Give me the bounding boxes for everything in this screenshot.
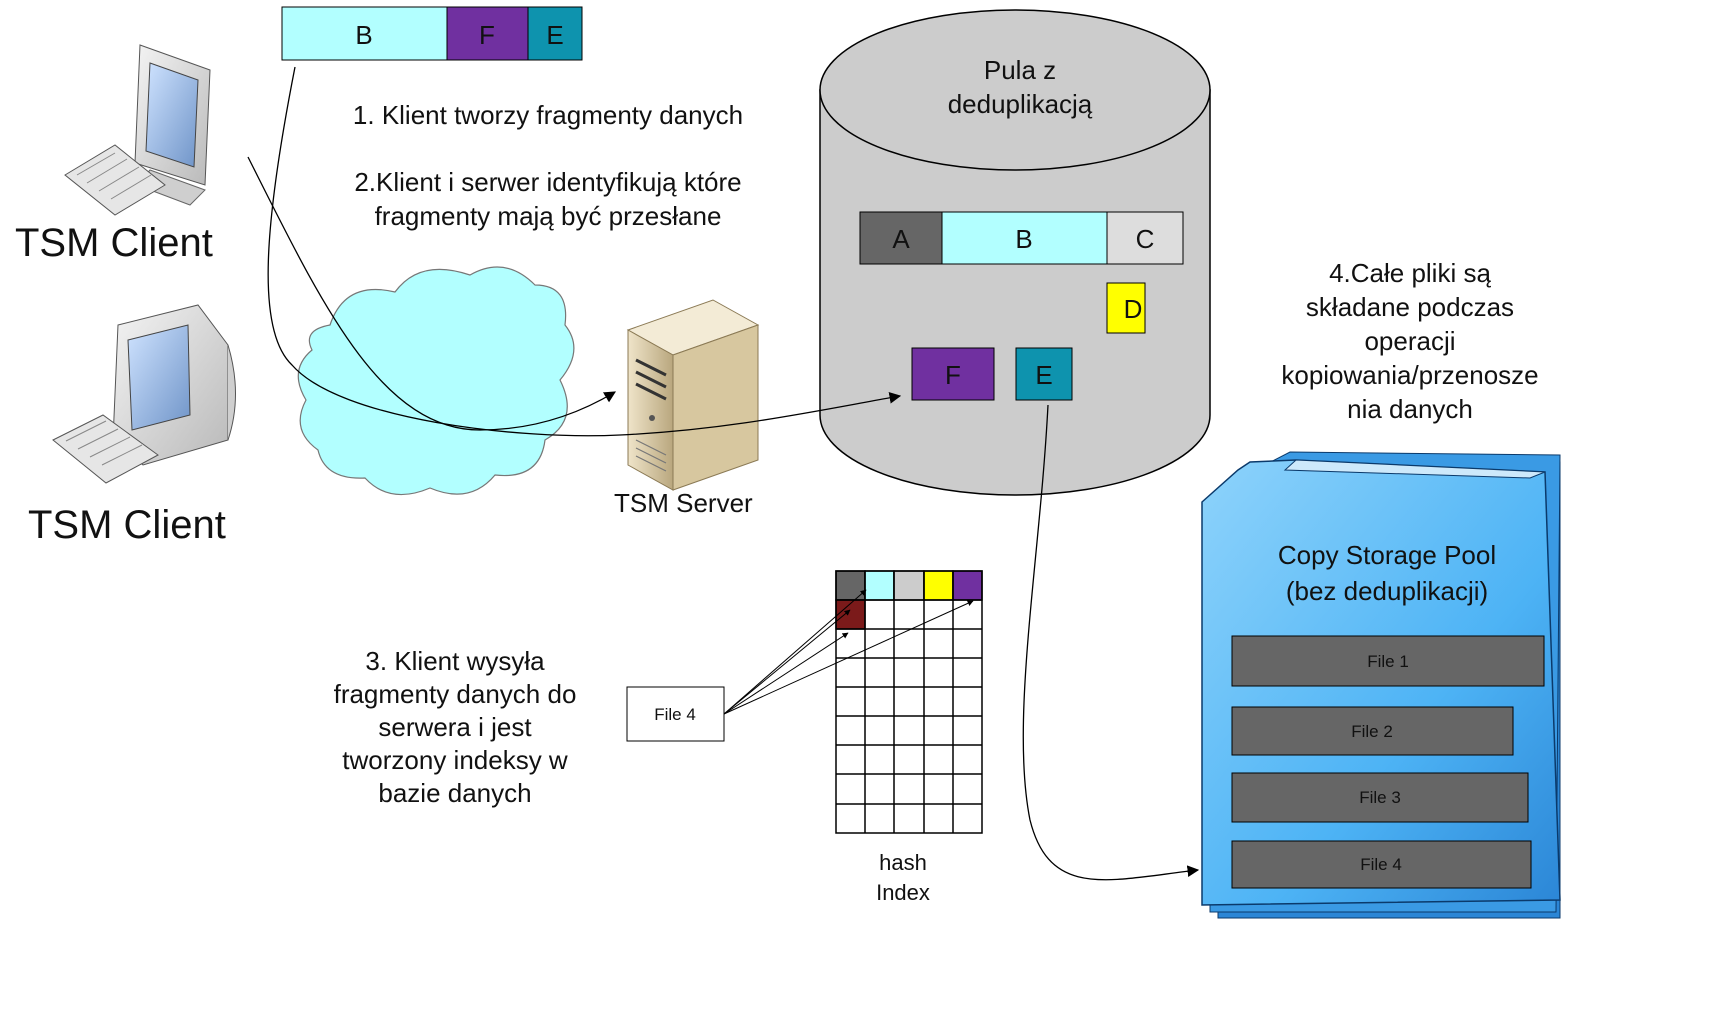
pool-to-copy-pool-arrow — [1022, 404, 1200, 881]
flow-arrows — [247, 66, 1200, 881]
step-3-line-1: 3. Klient wysyła — [365, 646, 545, 676]
chunk-d-label: D — [1124, 294, 1143, 324]
top-chunk-e-label: E — [546, 20, 563, 50]
copy-pool-file-2-label: File 2 — [1351, 722, 1393, 741]
top-chunk-b-label: B — [355, 20, 372, 50]
step-4-line-4: kopiowania/przenosze — [1281, 360, 1538, 390]
client-computer-icon — [64, 44, 211, 216]
copy-pool-title-2: (bez deduplikacji) — [1286, 576, 1488, 606]
copy-pool-file-1 — [1231, 635, 1545, 687]
step-2-line-1: 2.Klient i serwer identyfikują które — [354, 167, 741, 197]
step-3-line-4: tworzony indeksy w — [342, 745, 568, 775]
chunk-a — [859, 211, 943, 265]
step-3-line-5: bazie danych — [378, 778, 531, 808]
chunk-b — [941, 211, 1108, 265]
step-3-line-2: fragmenty danych do — [334, 679, 577, 709]
server-icon — [626, 299, 760, 491]
step-3-line-3: serwera i jest — [378, 712, 532, 742]
client-label-1: TSM Client — [15, 221, 213, 265]
chunk-b-label: B — [1015, 224, 1032, 254]
step-4-line-5: nia danych — [1347, 394, 1473, 424]
top-chunk-e — [527, 6, 583, 61]
top-chunk-b — [281, 6, 448, 61]
dedup-pool-title-2: deduplikacją — [948, 89, 1093, 119]
top-chunks: B F E — [281, 6, 583, 61]
file4-box-label: File 4 — [654, 705, 696, 724]
copy-pool-file-3 — [1231, 772, 1529, 823]
copy-pool-title-1: Copy Storage Pool — [1278, 540, 1496, 570]
dedup-pool-chunks: A B C D F E — [859, 211, 1184, 401]
chunk-d — [1106, 282, 1146, 334]
chunk-e — [1015, 347, 1073, 401]
step-1-text: 1. Klient tworzy fragmenty danych — [353, 100, 743, 130]
copy-pool-file-4-label: File 4 — [1360, 855, 1402, 874]
step-4-line-2: składane podczas — [1306, 292, 1514, 322]
client-computer-icon — [52, 304, 236, 484]
dedup-pool-title-1: Pula z — [984, 55, 1056, 85]
top-chunk-f-label: F — [479, 20, 495, 50]
index-pointer-arrows — [723, 589, 974, 715]
hash-index-grid — [835, 570, 983, 834]
copy-pool-file-2 — [1231, 706, 1514, 756]
file4-box — [626, 686, 725, 742]
copy-pool-file-3-label: File 3 — [1359, 788, 1401, 807]
server-label: TSM Server — [614, 488, 753, 518]
hash-caption-1: hash — [879, 850, 927, 875]
copy-pool-file-1-label: File 1 — [1367, 652, 1409, 671]
client-label-2: TSM Client — [28, 503, 226, 547]
chunks-to-pool-arrow — [267, 66, 902, 437]
chunk-a-label: A — [892, 224, 910, 254]
step-2-line-2: fragmenty mają być przesłane — [375, 201, 722, 231]
chunk-f-label: F — [945, 360, 961, 390]
step-4-line-1: 4.Całe pliki są — [1329, 258, 1491, 288]
network-cloud-icon — [297, 266, 575, 496]
hash-caption-2: Index — [876, 880, 930, 905]
chunk-e-label: E — [1035, 360, 1052, 390]
top-chunk-f — [446, 6, 529, 61]
chunk-c — [1106, 211, 1184, 265]
copy-pool-files: File 1 File 2 File 3 File 4 — [1231, 635, 1545, 889]
step-4-line-3: operacji — [1364, 326, 1455, 356]
chunk-f — [911, 347, 995, 401]
chunk-c-label: C — [1136, 224, 1155, 254]
copy-pool-file-4 — [1231, 840, 1532, 889]
